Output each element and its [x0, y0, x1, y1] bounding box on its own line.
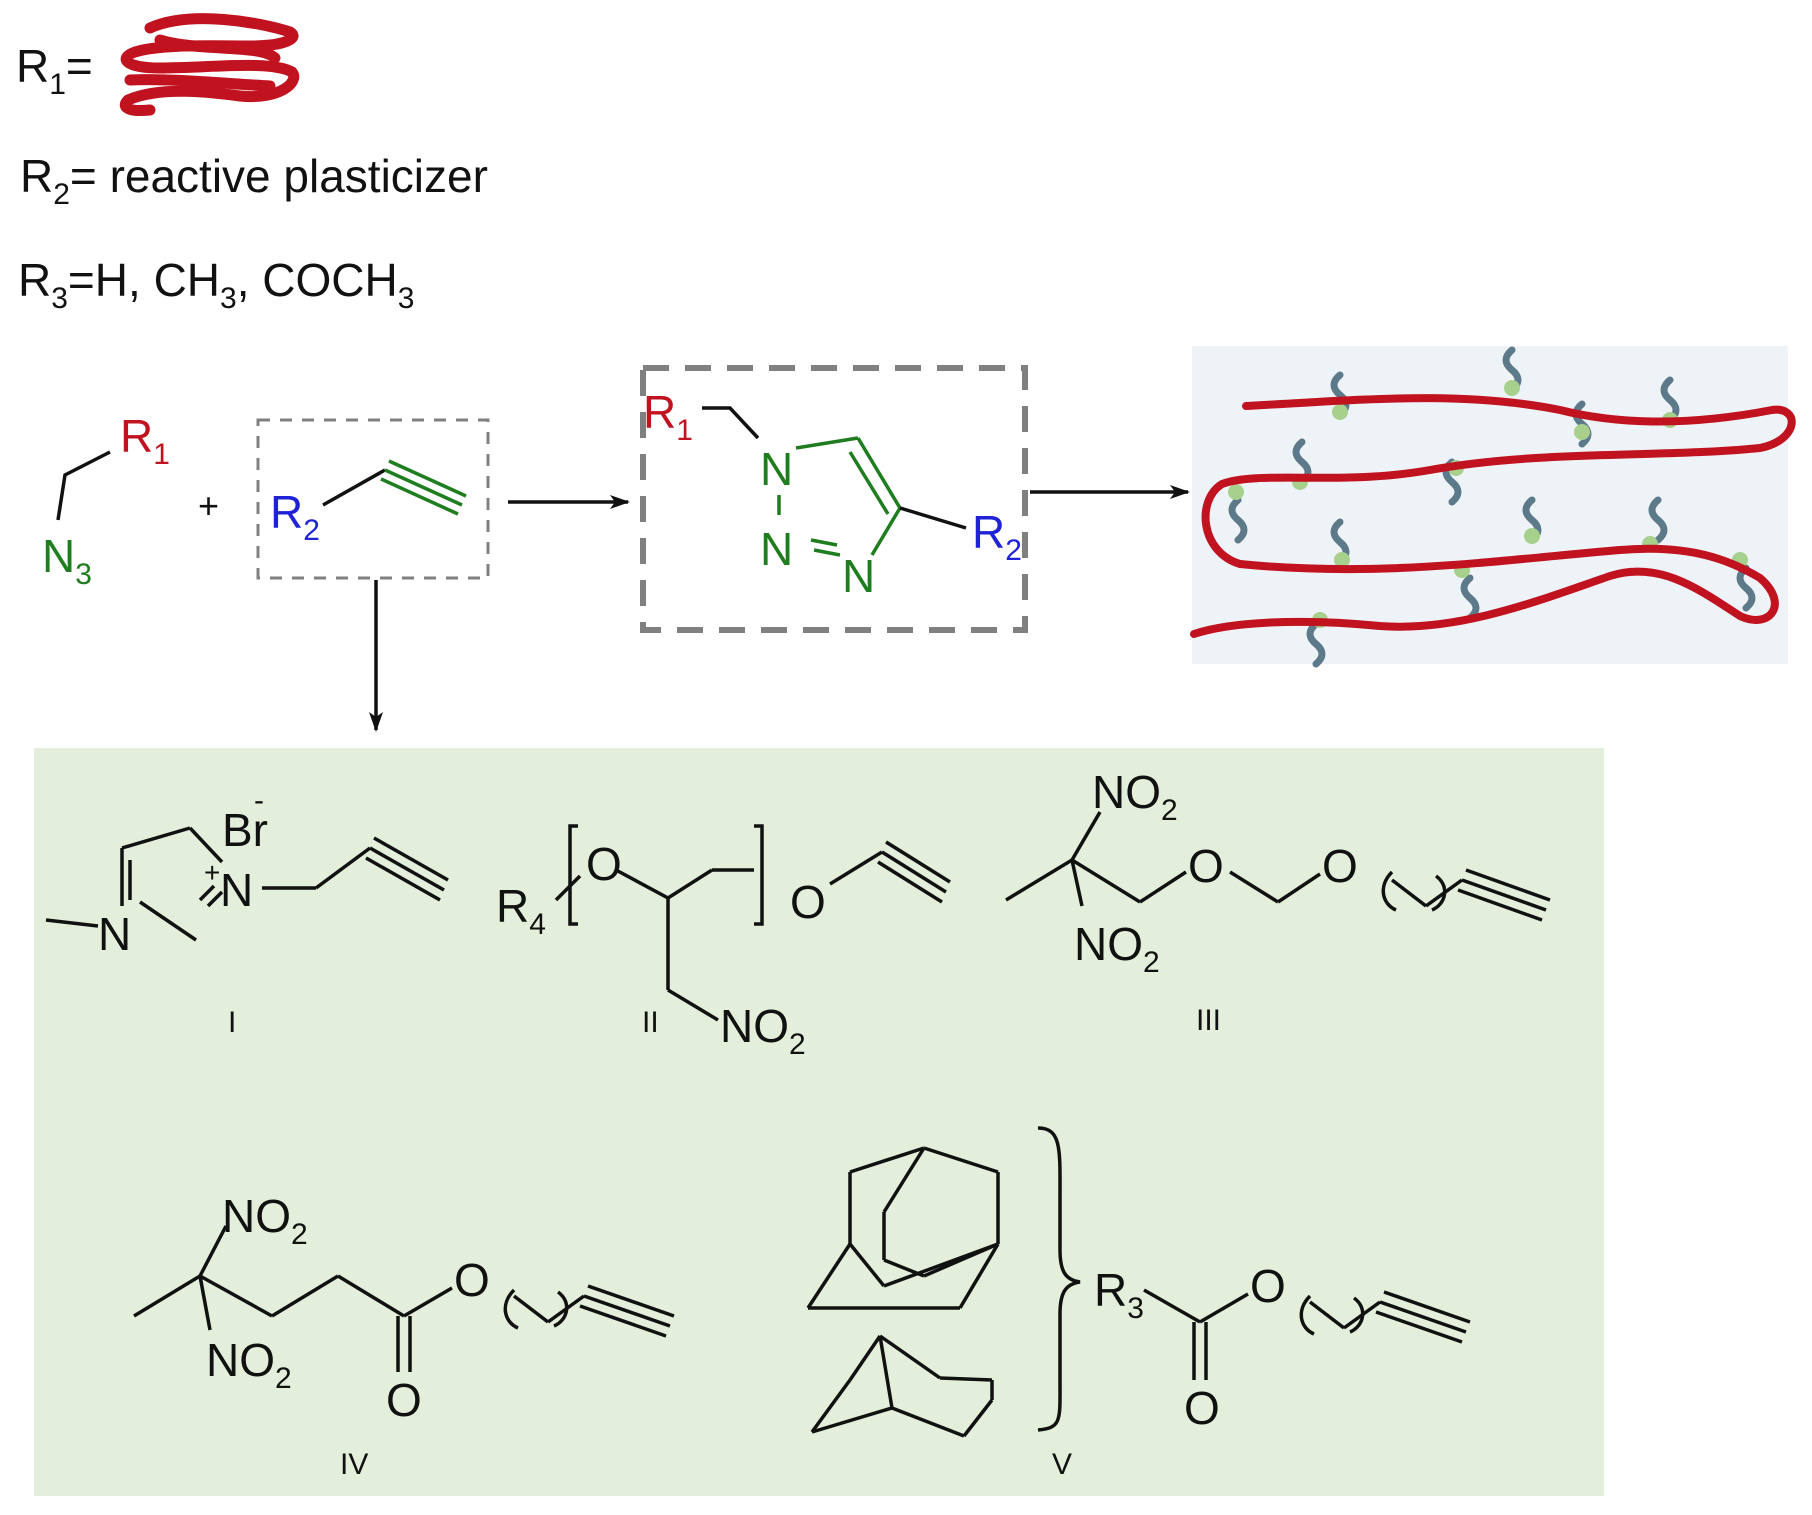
svg-text:O: O [1188, 840, 1224, 892]
svg-text:O: O [386, 1374, 422, 1426]
svg-text:II: II [642, 1006, 659, 1039]
red-polymer-squiggle-icon [119, 13, 300, 116]
svg-text:O: O [454, 1254, 490, 1306]
legend-r3: R3=H, CH3, COCH3 [18, 254, 414, 315]
svg-text:R2: R2 [270, 486, 320, 547]
svg-text:NO2: NO2 [206, 1334, 292, 1395]
svg-text:N3: N3 [42, 530, 92, 591]
svg-text:-: - [254, 784, 264, 817]
crosslinked-polymer-network-icon [1190, 346, 1796, 668]
svg-text:O: O [790, 876, 826, 928]
svg-text:N: N [842, 550, 875, 602]
svg-text:R1: R1 [120, 410, 170, 471]
svg-text:IV: IV [340, 1448, 368, 1481]
svg-text:N: N [98, 908, 131, 960]
svg-text:R2= reactive plasticizer: R2= reactive plasticizer [20, 150, 488, 211]
svg-text:I: I [228, 1006, 236, 1039]
svg-text:R3: R3 [1094, 1264, 1144, 1325]
svg-text:NO2: NO2 [1092, 766, 1178, 827]
triazole-product: R1 N N N R2 [640, 365, 1028, 633]
compound-2: R4 O O NO2 II [496, 824, 951, 1061]
svg-text:+: + [204, 857, 220, 888]
svg-text:NO2: NO2 [720, 1000, 806, 1061]
svg-text:R4: R4 [496, 880, 546, 941]
svg-text:V: V [1052, 1448, 1072, 1481]
svg-text:O: O [1184, 1382, 1220, 1434]
compound-5: R3 O O V [806, 1126, 1471, 1481]
compound-3: NO2 NO2 O O III [1005, 766, 1551, 1037]
svg-text:N: N [760, 443, 793, 495]
svg-text:N: N [220, 864, 253, 916]
svg-text:R1=: R1= [16, 40, 93, 101]
svg-text:III: III [1196, 1004, 1221, 1037]
svg-text:O: O [586, 838, 622, 890]
compound-4: NO2 NO2 O O IV [133, 1190, 675, 1481]
plus-sign: + [198, 485, 219, 526]
svg-text:R2: R2 [972, 506, 1022, 567]
plasticizer-panel [34, 748, 1604, 1496]
legend-r2: R2= reactive plasticizer [20, 150, 488, 211]
svg-text:N: N [760, 523, 793, 575]
compound-1: N N + Br - I [45, 784, 449, 1039]
svg-text:Br: Br [222, 804, 268, 856]
svg-text:R1: R1 [643, 386, 693, 447]
svg-text:NO2: NO2 [222, 1190, 308, 1251]
svg-text:O: O [1322, 840, 1358, 892]
legend-r1: R1= [16, 13, 300, 116]
svg-text:O: O [1250, 1260, 1286, 1312]
svg-text:R3=H, CH3, COCH3: R3=H, CH3, COCH3 [18, 254, 414, 315]
azide-reactant: R1 N3 [42, 410, 170, 591]
svg-text:NO2: NO2 [1074, 918, 1160, 979]
alkyne-reactant: R2 [256, 418, 490, 580]
